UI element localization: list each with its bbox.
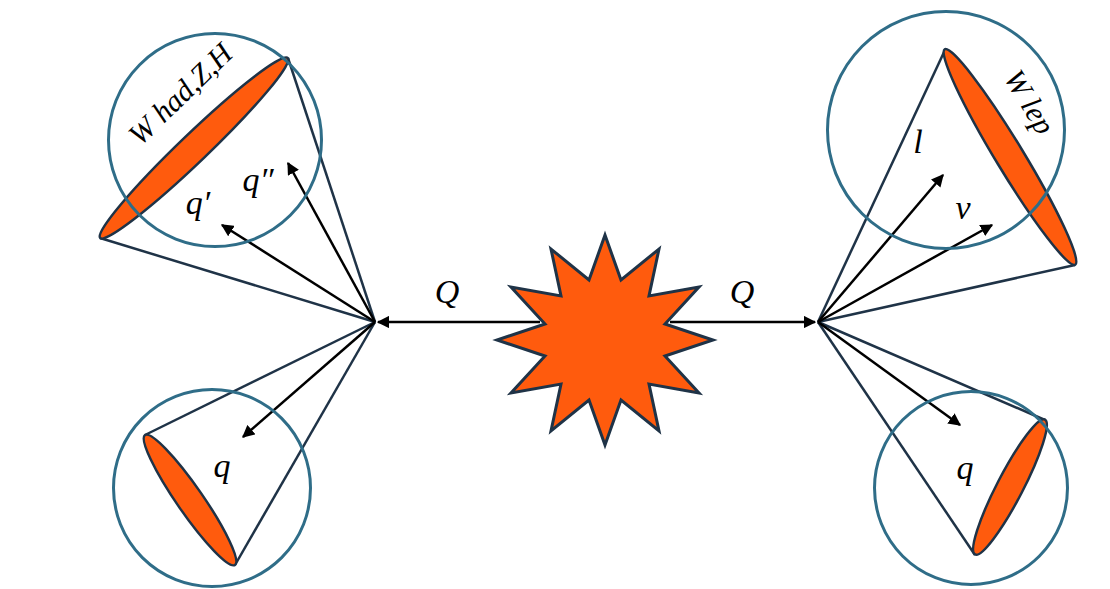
particle-label: q′: [186, 186, 210, 220]
particle-label: q: [957, 451, 974, 485]
boson-decay-circle: W lep lν: [826, 10, 1066, 250]
cone-ellipse: [134, 428, 245, 573]
quark-label: Q: [435, 275, 460, 309]
collision-star: [497, 235, 713, 445]
boson-label: W lep: [999, 65, 1060, 140]
cone-ellipse: [933, 42, 1087, 272]
jet-cone: [818, 322, 1045, 555]
particle-label: q: [214, 449, 231, 483]
cone-ellipse: [963, 414, 1056, 561]
quark-jet-circle: q: [873, 390, 1069, 586]
boson-label: W had,Z,H: [123, 38, 238, 150]
jet-cone: [145, 322, 375, 565]
particle-label: q″: [242, 163, 273, 197]
particle-label: ν: [955, 191, 970, 225]
quark-label: Q: [730, 275, 755, 309]
quark-jet-circle: q: [112, 388, 312, 588]
particle-label: l: [913, 125, 922, 159]
boson-decay-circle: W had,Z,H q′ q″: [107, 32, 323, 248]
